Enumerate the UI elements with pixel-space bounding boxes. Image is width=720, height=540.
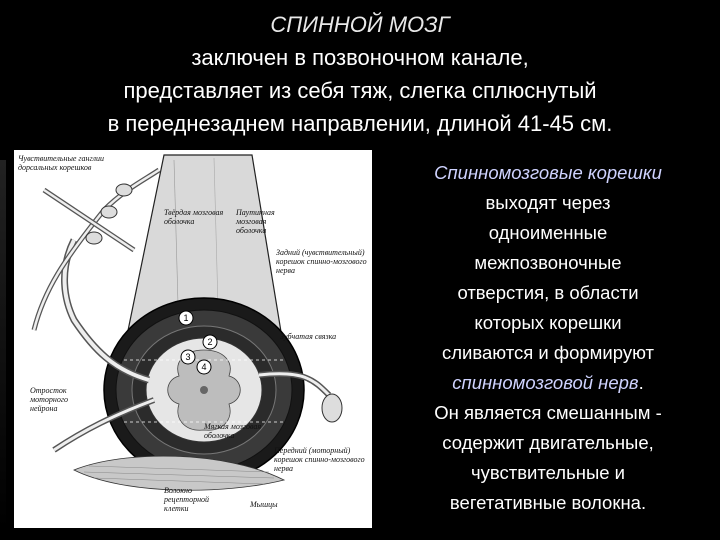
title-line-3: в переднезаднем направлении, длиной 41-4…: [20, 107, 700, 140]
label-motor-process: Отросток моторного нейрона: [30, 386, 88, 413]
body-line-10: вегетативные волокна.: [380, 488, 716, 518]
body-line-7: Он является смешанным -: [380, 398, 716, 428]
body-line-6: сливаются и формируют: [380, 338, 716, 368]
label-arachnoid: Паутинная мозговая оболочка: [236, 208, 296, 235]
label-receptor-fiber: Волокно рецепторной клетки: [164, 486, 234, 513]
title-line-1: заключен в позвоночном канале,: [20, 41, 700, 74]
body-line-9: чувствительные и: [380, 458, 716, 488]
label-dorsal-root: Задний (чувствительный) корешок спинно-м…: [276, 248, 368, 275]
label-ventral-root: Передний (моторный) корешок спинно-мозго…: [274, 446, 366, 473]
body-line-3: межпозвоночные: [380, 248, 716, 278]
label-denticulate: Зубчатая связка: [280, 332, 340, 341]
label-muscles: Мышцы: [250, 500, 290, 509]
term-nerve: спинномозговой нерв: [452, 372, 638, 393]
term-nerve-line: спинномозговой нерв.: [380, 368, 716, 398]
term-roots: Спинномозговые корешки: [380, 158, 716, 188]
marker-4: 4: [197, 360, 211, 374]
svg-text:2: 2: [207, 337, 212, 347]
description-text: Спинномозговые корешки выходят через одн…: [380, 158, 716, 518]
title-block: СПИННОЙ МОЗГ заключен в позвоночном кана…: [20, 8, 700, 140]
marker-3: 3: [181, 350, 195, 364]
svg-text:4: 4: [201, 362, 206, 372]
label-sensory-ganglia: Чувствительные ганглии дорсальных корешк…: [18, 154, 108, 172]
body-line-8: содержит двигательные,: [380, 428, 716, 458]
title-line-2: представляет из себя тяж, слегка сплюсну…: [20, 74, 700, 107]
body-line-2: одноименные: [380, 218, 716, 248]
decorative-bar: [0, 160, 6, 530]
marker-1: 1: [179, 311, 193, 325]
spinal-cord-illustration: 1 2 3 4 Чувствительные ганглии дорсальны…: [14, 150, 372, 528]
body-line-5: которых корешки: [380, 308, 716, 338]
svg-text:3: 3: [185, 352, 190, 362]
body-line-4: отверстия, в области: [380, 278, 716, 308]
label-dura: Твёрдая мозговая оболочка: [164, 208, 226, 226]
body-line-1: выходят через: [380, 188, 716, 218]
label-pia: Мягкая мозговая оболочка: [204, 422, 268, 440]
marker-2: 2: [203, 335, 217, 349]
title-heading: СПИННОЙ МОЗГ: [20, 8, 700, 41]
svg-text:1: 1: [183, 313, 188, 323]
